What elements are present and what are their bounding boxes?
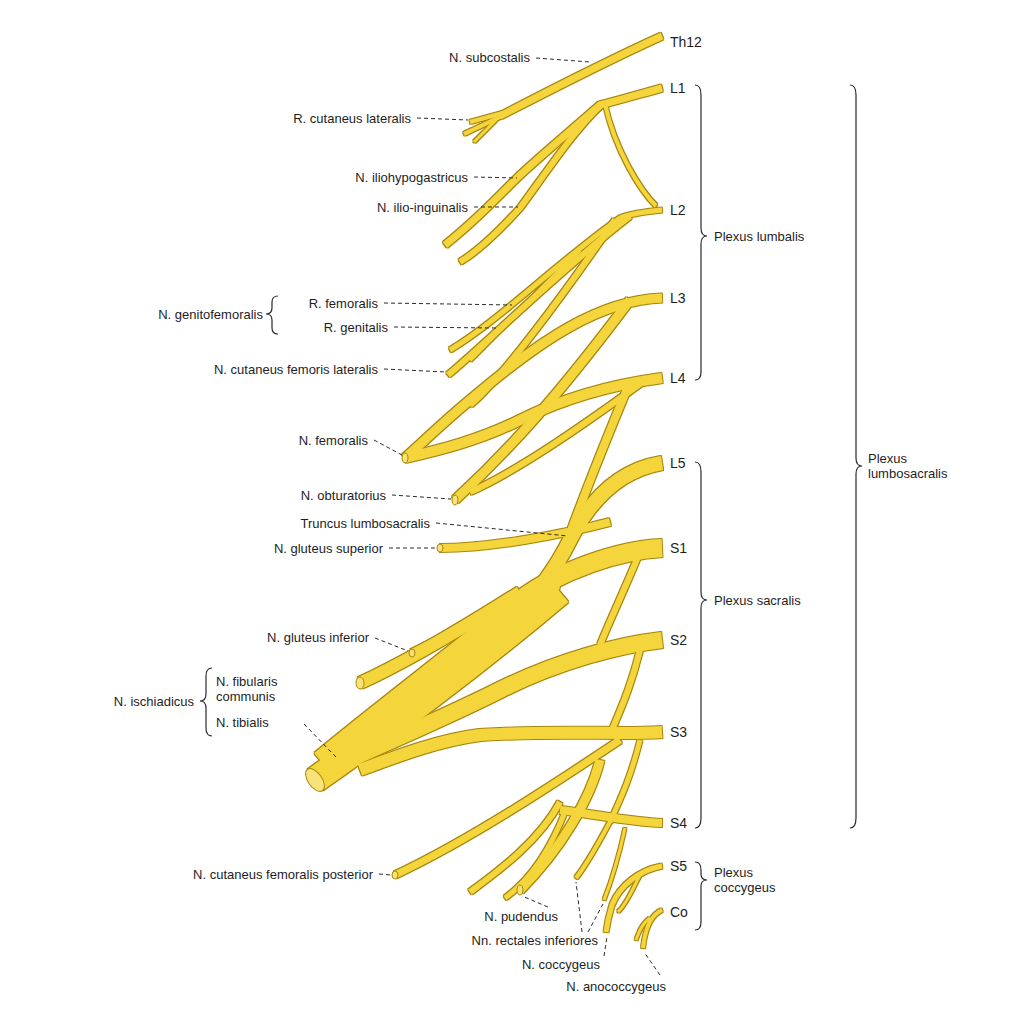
segment-label: Th12 — [668, 35, 704, 50]
nerve-label: N. pudendus — [482, 909, 560, 924]
plexus-label: Plexus coccygeus — [712, 865, 790, 895]
nerve-label: N. obturatorius — [299, 488, 388, 503]
nerve-label: N. genitofemoralis — [156, 307, 265, 322]
nerve-label: R. femoralis — [307, 296, 380, 311]
segment-label: L3 — [668, 291, 688, 306]
plexus-label: Plexus lumbosacralis — [866, 451, 974, 481]
segment-label: L2 — [668, 203, 688, 218]
nerve-label: N. femoralis — [297, 433, 370, 448]
segment-label: S3 — [668, 725, 689, 740]
nerve-label: Truncus lumbosacralis — [298, 516, 432, 531]
segment-label: S2 — [668, 633, 689, 648]
plexus-label: Plexus sacralis — [712, 593, 803, 608]
segment-label: Co — [668, 905, 690, 920]
nerve-label: N. ilio-inguinalis — [375, 200, 470, 215]
nerve-label: R. genitalis — [322, 320, 390, 335]
nerve-label: R. cutaneus lateralis — [291, 111, 413, 126]
plexus-label: Plexus lumbalis — [712, 229, 806, 244]
segment-label: S4 — [668, 816, 689, 831]
nerve-label: N. cutaneus femoris lateralis — [212, 362, 380, 377]
nerve-label: N. subcostalis — [447, 50, 532, 65]
nerve-label: N. tibialis — [214, 715, 271, 730]
brackets — [200, 85, 862, 930]
nerve-label: N. ischiadicus — [112, 694, 196, 709]
nerve-label: Nn. rectales inferiores — [470, 933, 600, 948]
segment-label: L1 — [668, 81, 688, 96]
segment-label: L4 — [668, 371, 688, 386]
segment-label: S1 — [668, 541, 689, 556]
nerve-label: N. gluteus superior — [272, 541, 385, 556]
nerve-label: N. iliohypogastricus — [353, 170, 470, 185]
nerve-label: N. anococcygeus — [564, 979, 668, 994]
segment-label: L5 — [668, 456, 688, 471]
nerve-label: N. fibularis communis — [214, 674, 314, 704]
nerve-label: N. cutaneus femoralis posterior — [191, 867, 375, 882]
nerve-label: N. coccygeus — [520, 957, 602, 972]
segment-label: S5 — [668, 859, 689, 874]
nerve-label: N. gluteus inferior — [265, 630, 371, 645]
